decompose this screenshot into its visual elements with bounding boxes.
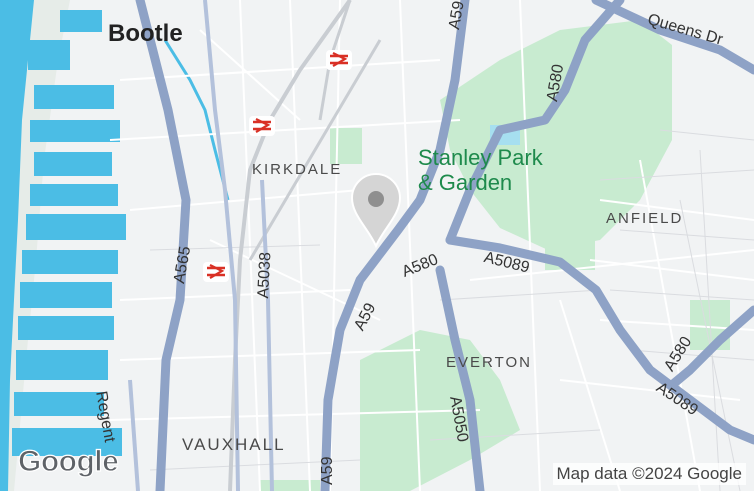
side-streets (149, 129, 754, 491)
road-label-a5038: A5038 (255, 251, 275, 299)
road-label-a59-bottom: A59 (319, 456, 336, 485)
google-logo[interactable]: Google (17, 444, 119, 478)
dock-basins (12, 10, 126, 456)
river-mersey (0, 0, 34, 491)
railway-branch-2 (248, 39, 382, 261)
location-pin-icon[interactable] (350, 173, 402, 249)
minor-roads (109, 0, 754, 491)
major-roads (135, 0, 754, 491)
place-label-everton: EVERTON (446, 354, 532, 371)
secondary-roads (128, 0, 274, 491)
place-label-kirkdale: KIRKDALE (252, 161, 343, 178)
place-label-vauxhall: VAUXHALL (182, 435, 286, 454)
map-attribution[interactable]: Map data ©2024 Google (552, 463, 746, 485)
rail-station-icon[interactable] (326, 50, 352, 70)
place-label-anfield: ANFIELD (606, 210, 684, 227)
place-label-bootle: Bootle (108, 20, 183, 47)
rail-station-icon[interactable] (203, 262, 229, 282)
canal (163, 39, 230, 201)
park-label-stanley-park: Stanley Park & Garden (418, 145, 543, 195)
rail-station-icon[interactable] (249, 116, 275, 136)
